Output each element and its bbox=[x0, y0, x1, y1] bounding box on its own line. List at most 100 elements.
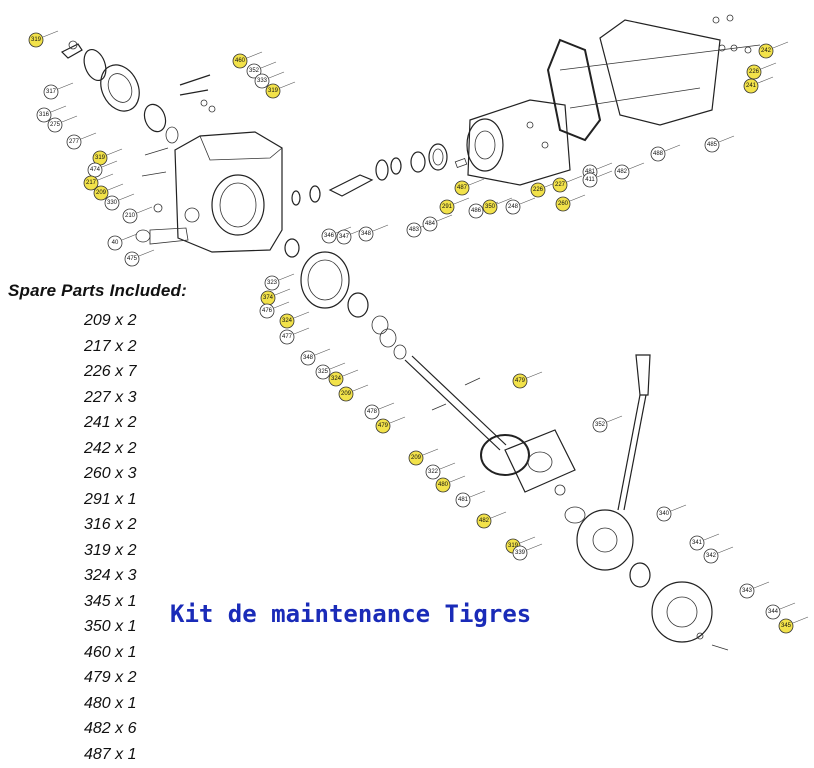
leader-line bbox=[121, 233, 138, 241]
part-callout: 482 bbox=[614, 164, 630, 180]
callout-label: 333 bbox=[257, 78, 268, 84]
leader-line bbox=[106, 148, 123, 156]
callout-label: 322 bbox=[428, 469, 439, 475]
leader-line bbox=[468, 178, 485, 186]
leader-line bbox=[519, 197, 536, 205]
leader-line bbox=[566, 175, 583, 183]
callout-label: 348 bbox=[361, 231, 372, 237]
part-callout: 291 bbox=[439, 199, 455, 215]
part-callout: 488 bbox=[650, 146, 666, 162]
part-callout: 340 bbox=[656, 506, 672, 522]
part-callout: 277 bbox=[66, 134, 82, 150]
part-callout: 479 bbox=[375, 418, 391, 434]
leader-line bbox=[453, 197, 470, 205]
callout-label: 248 bbox=[508, 204, 519, 210]
part-callout: 460 bbox=[232, 53, 248, 69]
part-callout: 317 bbox=[43, 84, 59, 100]
part-callout: 483 bbox=[406, 222, 422, 238]
callout-label: 480 bbox=[438, 482, 449, 488]
callout-circle bbox=[422, 216, 438, 232]
starter-assembly bbox=[60, 40, 179, 144]
callout-label: 340 bbox=[659, 511, 670, 517]
part-callout: 479 bbox=[512, 373, 528, 389]
callout-label: 342 bbox=[706, 553, 717, 559]
part-callout: 352 bbox=[592, 417, 608, 433]
horizontal-shaft bbox=[291, 143, 468, 206]
spare-part-item: 241 x 2 bbox=[84, 414, 137, 431]
spare-part-item: 227 x 3 bbox=[84, 388, 137, 406]
leader-line bbox=[342, 369, 359, 377]
spare-part-item: 316 x 2 bbox=[84, 516, 137, 533]
leader-line bbox=[42, 30, 59, 38]
leader-line bbox=[526, 371, 543, 379]
callout-circle bbox=[364, 404, 380, 420]
part-callout: 345 bbox=[778, 618, 794, 634]
callout-circle bbox=[703, 548, 719, 564]
leader-line bbox=[469, 490, 486, 498]
callout-label: 344 bbox=[768, 609, 779, 615]
leader-line bbox=[717, 546, 734, 554]
callout-label: 487 bbox=[457, 185, 468, 191]
callout-circle bbox=[246, 63, 262, 79]
part-callout: 350 bbox=[482, 199, 498, 215]
callout-circle bbox=[47, 117, 63, 133]
callout-highlight-circle bbox=[512, 373, 528, 389]
spare-part-item: 480 x 1 bbox=[84, 694, 137, 712]
leader-line bbox=[569, 194, 586, 202]
leader-line bbox=[57, 82, 74, 90]
part-callout: 325 bbox=[315, 364, 331, 380]
callout-label: 317 bbox=[46, 89, 57, 95]
leader-line bbox=[703, 533, 720, 541]
gearbox-housing bbox=[135, 131, 283, 253]
leader-line bbox=[97, 173, 114, 181]
spare-part-item: 460 x 1 bbox=[84, 643, 137, 661]
leader-line bbox=[628, 162, 645, 170]
callout-label: 350 bbox=[485, 204, 496, 210]
part-callout: 339 bbox=[512, 545, 528, 561]
part-callout: 226 bbox=[530, 182, 546, 198]
leader-line bbox=[107, 183, 124, 191]
part-callout: 346 bbox=[321, 228, 337, 244]
callout-label: 260 bbox=[558, 201, 569, 207]
callout-circle bbox=[66, 134, 82, 150]
callout-label: 347 bbox=[339, 234, 350, 240]
callout-highlight-circle bbox=[476, 513, 492, 529]
callout-label: 325 bbox=[318, 369, 329, 375]
leader-line bbox=[268, 71, 285, 79]
callout-label: 341 bbox=[692, 540, 703, 546]
callout-label: 352 bbox=[249, 68, 260, 74]
callout-circle bbox=[505, 199, 521, 215]
leader-line bbox=[352, 384, 369, 392]
callout-highlight-circle bbox=[93, 185, 109, 201]
spare-part-item: 209 x 2 bbox=[84, 312, 137, 329]
part-callout: 319 bbox=[265, 83, 281, 99]
leader-line bbox=[372, 224, 389, 232]
callout-circle bbox=[656, 506, 672, 522]
handle-rod bbox=[617, 354, 651, 511]
spare-part-item: 487 x 1 bbox=[84, 745, 137, 763]
callout-circle bbox=[104, 195, 120, 211]
callout-label: 479 bbox=[378, 423, 389, 429]
leader-line bbox=[246, 51, 263, 59]
callout-highlight-circle bbox=[552, 177, 568, 193]
leader-line bbox=[61, 115, 78, 123]
part-callout: 347 bbox=[336, 229, 352, 245]
callout-label: 460 bbox=[235, 58, 246, 64]
leader-line bbox=[293, 311, 310, 319]
part-callout: 324 bbox=[279, 313, 295, 329]
leader-line bbox=[389, 416, 406, 424]
callout-label: 323 bbox=[267, 280, 278, 286]
callout-circle bbox=[254, 73, 270, 89]
callout-highlight-circle bbox=[758, 43, 774, 59]
part-callout: 342 bbox=[703, 548, 719, 564]
part-callout: 487 bbox=[454, 180, 470, 196]
leader-line bbox=[606, 415, 623, 423]
bolt-parts bbox=[179, 74, 216, 113]
part-callout: 241 bbox=[743, 78, 759, 94]
callout-label: 343 bbox=[742, 588, 753, 594]
callout-highlight-circle bbox=[328, 371, 344, 387]
callout-label: 319 bbox=[95, 155, 106, 161]
leader-line bbox=[596, 170, 613, 178]
